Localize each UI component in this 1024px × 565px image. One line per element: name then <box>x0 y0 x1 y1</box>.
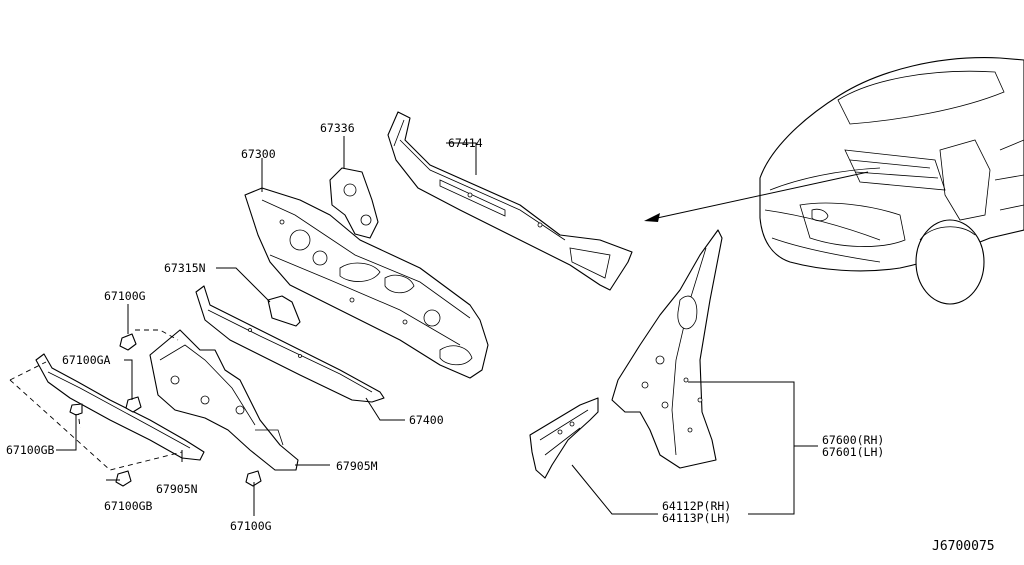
label-64112p-rh: 64112P(RH) <box>662 499 731 513</box>
label-67300: 67300 <box>241 147 276 161</box>
label-67100g-bottom: 67100G <box>230 519 272 533</box>
arrow-head-icon <box>644 213 660 222</box>
part-67414-cowl-top <box>387 111 633 291</box>
part-67905m-bracket <box>149 329 299 471</box>
part-67300-dash-panel <box>244 187 489 379</box>
label-67100ga: 67100GA <box>62 353 111 367</box>
part-67905n-bar <box>35 353 205 461</box>
label-67601-lh: 67601(LH) <box>822 445 884 459</box>
label-67315n: 67315N <box>164 261 206 275</box>
label-67100gb-left: 67100GB <box>6 443 55 457</box>
label-67100g-top: 67100G <box>104 289 146 303</box>
part-67336-plate <box>329 167 379 239</box>
label-67905m: 67905M <box>336 459 378 473</box>
label-67414: 67414 <box>448 136 483 150</box>
label-67400: 67400 <box>409 413 444 427</box>
label-67100gb-bottom: 67100GB <box>104 499 153 513</box>
label-67905n: 67905N <box>156 482 198 496</box>
part-64112p-member <box>529 397 599 479</box>
label-67600-rh: 67600(RH) <box>822 433 884 447</box>
label-67336: 67336 <box>320 121 355 135</box>
label-64113p-lh: 64113P(LH) <box>662 511 731 525</box>
part-67600-pillar <box>611 229 723 469</box>
clip-67100g-top-icon <box>119 333 137 351</box>
clip-67100gb-bottom-icon <box>115 470 132 487</box>
clip-67100g-bottom-icon <box>245 470 262 487</box>
clip-67100gb-left-icon <box>69 403 83 416</box>
reference-arrow <box>647 171 869 221</box>
car-front-illustration <box>759 57 1024 305</box>
part-67315n-bracket <box>267 295 301 327</box>
leader-lines <box>56 136 818 516</box>
clip-67100ga-icon <box>125 396 142 413</box>
clip-fasteners <box>69 333 262 487</box>
part-number-labels: 67300 67336 67414 67315N 67100G 67100GA … <box>6 121 995 554</box>
diagram-id: J6700075 <box>932 539 995 554</box>
part-67400-cross-member <box>195 285 385 403</box>
